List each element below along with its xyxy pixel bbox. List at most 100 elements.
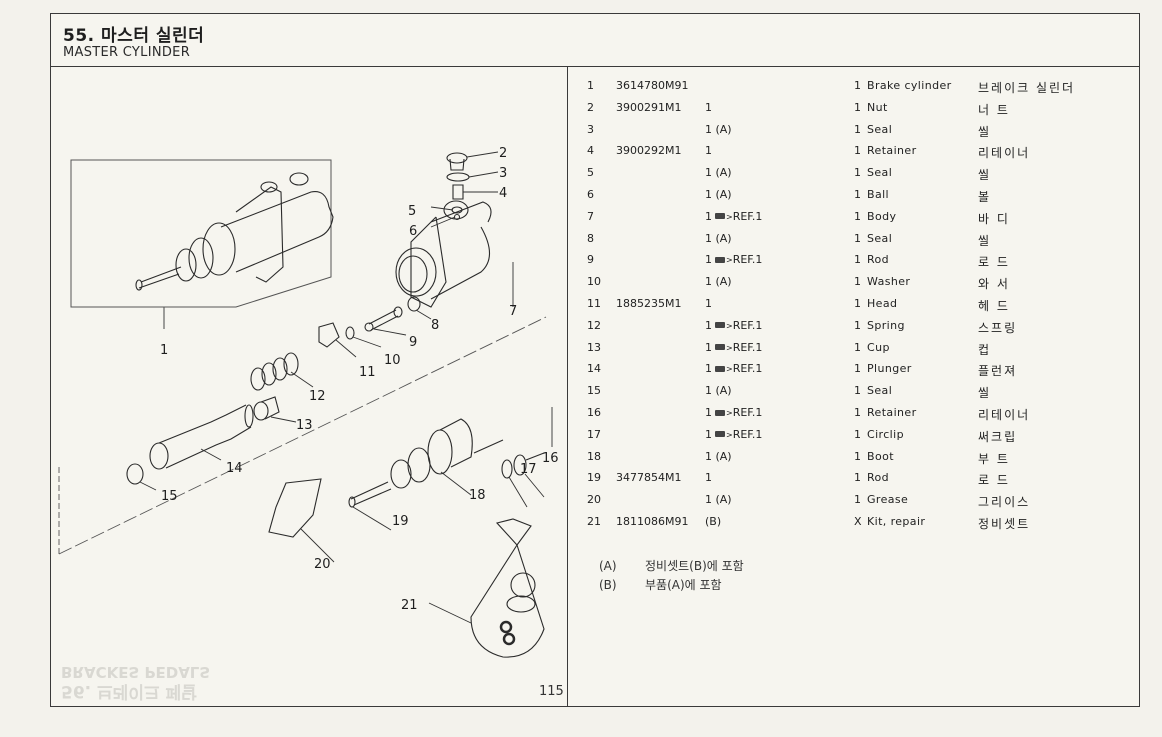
- description-english: Kit, repair: [867, 515, 926, 528]
- rod-part-9: [368, 309, 399, 331]
- reference-arrow-icon: [715, 213, 725, 220]
- part-number: 3900291M1: [616, 100, 682, 114]
- description-korean: 그리이스: [978, 495, 1031, 510]
- description-korean: 스프링: [978, 320, 1018, 335]
- retainer-part-4: [452, 184, 464, 200]
- callout-17: 17: [520, 462, 537, 477]
- relation: (B): [705, 515, 722, 528]
- boot-part-18: [390, 418, 504, 489]
- description-english: Rod: [867, 253, 890, 267]
- callout-18: 18: [469, 488, 486, 503]
- callout-6: 6: [409, 224, 417, 239]
- callout-19: 19: [392, 514, 409, 529]
- description-korean: 컵: [978, 342, 992, 357]
- callout-12: 12: [309, 389, 326, 404]
- item-number: 16: [587, 406, 601, 419]
- footnotes: (A)정비셋트(B)에 포함 (B)부품(A)에 포함: [599, 557, 744, 595]
- description-english: Rod: [867, 471, 890, 485]
- item-number: 5: [587, 166, 594, 180]
- description-english: Brake cylinder: [867, 79, 952, 92]
- quantity: 1: [854, 231, 861, 245]
- description-korean: 리테이너: [978, 408, 1031, 422]
- relation: 1>REF.1: [705, 362, 763, 376]
- head-part-11: [318, 322, 340, 348]
- quantity: 1: [854, 188, 861, 201]
- item-number: 1: [587, 79, 594, 92]
- description-english: Cup: [867, 340, 890, 354]
- footnote-text: 정비셋트(B)에 포함: [645, 559, 744, 573]
- relation: 1 (A): [705, 384, 732, 398]
- assembly-inset-frame: [70, 159, 332, 308]
- description-korean: 와 서: [978, 277, 1010, 292]
- callout-8: 8: [431, 318, 439, 333]
- catalog-page: 55. 마스터 실린더 MASTER CYLINDER BRACKES PEDA…: [50, 13, 1140, 707]
- reference-arrow-icon: [715, 256, 725, 263]
- callout-4: 4: [499, 186, 507, 201]
- callout-9: 9: [409, 335, 417, 350]
- quantity: 1: [854, 340, 861, 354]
- item-number: 17: [587, 427, 601, 441]
- diagram-drawing: 1 2 3 4 5 6 7 8 9 10 11 12 13 14 15 16 1…: [58, 146, 559, 658]
- quantity: 1: [854, 209, 861, 223]
- part-number: 1885235M1: [616, 297, 682, 310]
- cylinder-body: [395, 200, 492, 308]
- description-english: Plunger: [867, 362, 912, 376]
- quantity: 1: [854, 362, 861, 376]
- quantity: X: [854, 515, 862, 528]
- relation: 1>REF.1: [705, 340, 763, 354]
- quantity: 1: [854, 297, 861, 310]
- description-korean: 플런져: [978, 364, 1018, 379]
- item-number: 14: [587, 362, 601, 376]
- relation: 1 (A): [705, 275, 732, 289]
- reference-arrow-icon: [715, 344, 725, 351]
- item-number: 15: [587, 384, 601, 398]
- footnote-text: 부품(A)에 포함: [645, 578, 722, 592]
- description-korean: 리테이너: [978, 146, 1031, 161]
- description-english: Grease: [867, 493, 909, 507]
- callout-7: 7: [509, 304, 517, 319]
- item-number: 4: [587, 144, 594, 158]
- column-divider: [567, 67, 569, 706]
- quantity: 1: [854, 449, 861, 463]
- reference-arrow-icon: [715, 322, 725, 329]
- description-english: Nut: [867, 100, 888, 114]
- description-english: Washer: [867, 275, 911, 289]
- footnote-key: (A): [599, 559, 617, 573]
- item-number: 19: [587, 471, 601, 485]
- callout-21: 21: [401, 598, 418, 613]
- description-korean: 정비셋트: [978, 517, 1031, 531]
- relation: 1 (A): [705, 449, 732, 463]
- reference-arrow-icon: >: [726, 364, 733, 374]
- description-english: Head: [867, 297, 898, 310]
- relation: 1>REF.1: [705, 253, 763, 267]
- item-number: 8: [587, 231, 594, 245]
- retainer-part-16: [513, 454, 527, 476]
- seal-part-15: [126, 463, 144, 485]
- reference-arrow-icon: [715, 365, 725, 372]
- footnote-a: (A) 정비셋트(B)에 포함: [599, 557, 744, 576]
- quantity: 1: [854, 384, 861, 398]
- relation: 1 (A): [705, 122, 732, 136]
- description-korean: 볼: [978, 190, 992, 204]
- callout-13: 13: [296, 418, 313, 433]
- callout-5: 5: [408, 204, 416, 219]
- relation: 1: [705, 144, 712, 158]
- rod-part-19: [350, 481, 392, 506]
- description-english: Ball: [867, 188, 889, 201]
- description-english: Circlip: [867, 427, 904, 441]
- description-korean: 씰: [978, 124, 992, 139]
- circlip-part-17: [501, 459, 513, 479]
- reference-arrow-icon: >: [726, 212, 733, 222]
- quantity: 1: [854, 253, 861, 267]
- description-korean: 바 디: [978, 211, 1010, 226]
